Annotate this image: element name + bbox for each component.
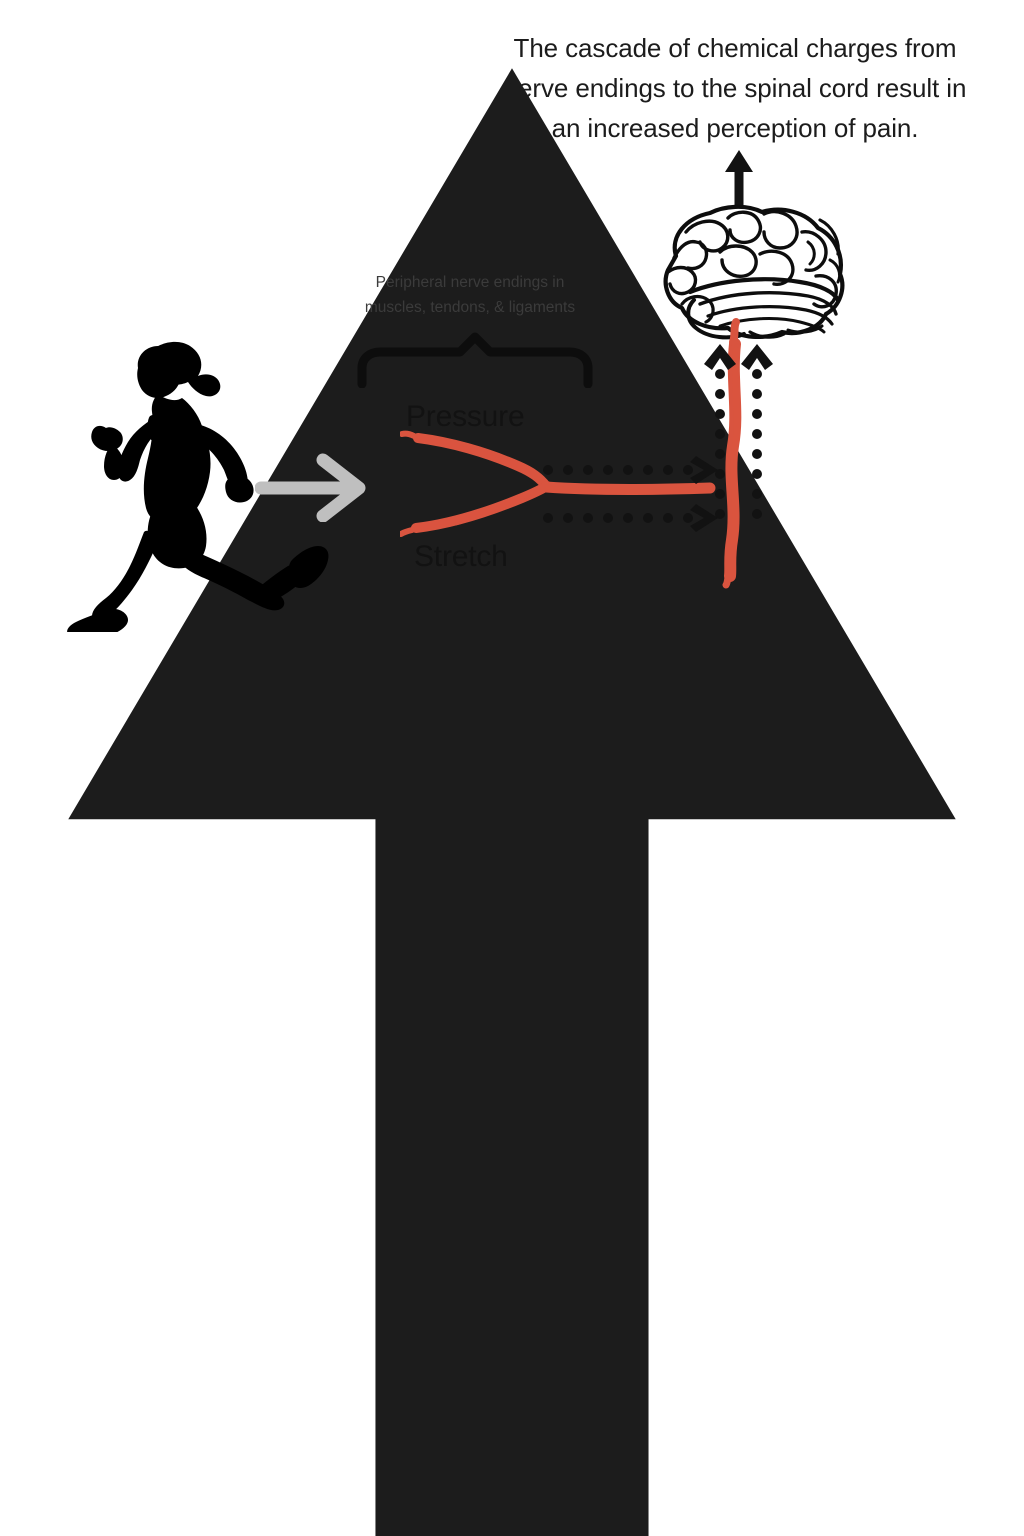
curly-brace-up-icon [357, 332, 593, 388]
dotted-arrow-up-icon-right [741, 344, 773, 519]
brain-line-art-icon [663, 204, 845, 340]
spinal-cord-icon [722, 318, 742, 589]
dotted-arrow-right-icon-lower [543, 504, 718, 532]
stimulus-label-stretch: Stretch [414, 540, 508, 573]
nerve-endings-caption: Peripheral nerve endings in muscles, ten… [364, 274, 576, 316]
page-title: The cascade of chemical charges from ner… [503, 33, 967, 143]
diagram-canvas: The cascade of chemical charges from ner… [67, 33, 967, 1536]
stimulus-label-pressure: Pressure [406, 400, 525, 433]
nerve-fiber-icon-group [400, 430, 716, 537]
dotted-arrow-up-group [704, 344, 773, 519]
dotted-arrow-group [543, 456, 718, 532]
running-woman-silhouette-icon [67, 341, 329, 632]
dotted-arrow-right-icon-upper [543, 456, 718, 484]
dotted-arrow-up-icon-left [704, 344, 736, 519]
arrow-right-icon-activity-flow [255, 453, 366, 522]
arrow-up-icon-brain-output [725, 150, 753, 208]
